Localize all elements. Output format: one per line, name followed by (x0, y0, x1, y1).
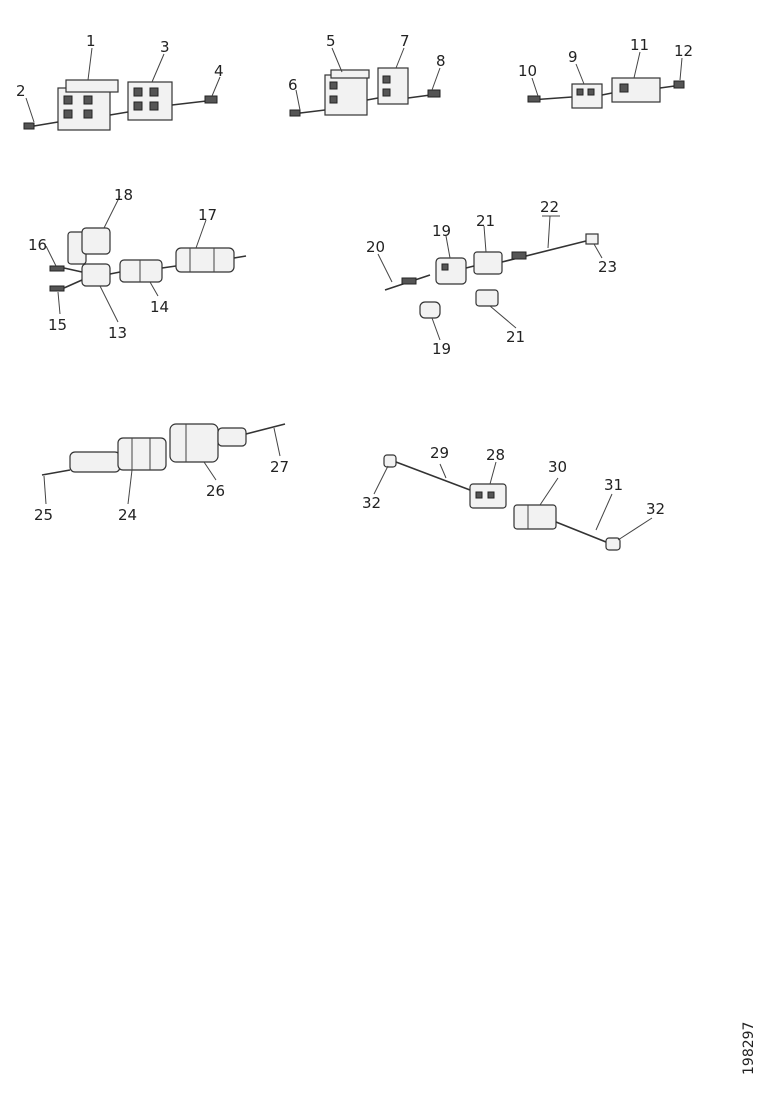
label-6: 6 (288, 76, 298, 94)
label-5: 5 (326, 32, 336, 50)
label-14: 14 (150, 298, 169, 316)
label-19-bottom: 19 (432, 340, 451, 358)
label-32-left: 32 (362, 494, 381, 512)
label-28: 28 (486, 446, 505, 464)
label-20: 20 (366, 238, 385, 256)
leader-lines (25, 47, 683, 541)
label-19-top: 19 (432, 222, 451, 240)
label-10: 10 (518, 62, 537, 80)
connector-group-1 (23, 79, 218, 131)
connector-group-6 (41, 423, 286, 476)
label-31: 31 (604, 476, 623, 494)
label-29: 29 (430, 444, 449, 462)
label-1: 1 (86, 32, 96, 50)
label-24: 24 (118, 506, 137, 524)
connector-group-3 (527, 77, 685, 109)
label-3: 3 (160, 38, 170, 56)
label-4: 4 (214, 62, 224, 80)
connector-group-2 (289, 67, 441, 117)
label-21-bottom: 21 (506, 328, 525, 346)
label-13: 13 (108, 324, 127, 342)
label-18: 18 (114, 186, 133, 204)
connector-group-5 (384, 233, 599, 319)
label-17: 17 (198, 206, 217, 224)
label-2: 2 (16, 82, 26, 100)
label-25: 25 (34, 506, 53, 524)
label-27: 27 (270, 458, 289, 476)
label-30: 30 (548, 458, 567, 476)
label-23: 23 (598, 258, 617, 276)
connector-group-7 (383, 454, 621, 551)
label-8: 8 (436, 52, 446, 70)
label-15: 15 (48, 316, 67, 334)
label-12: 12 (674, 42, 693, 60)
part-labels: 1 2 3 4 5 6 7 8 9 10 11 12 13 14 15 16 1… (16, 32, 693, 524)
label-32-right: 32 (646, 500, 665, 518)
label-16: 16 (28, 236, 47, 254)
connector-group-4 (49, 227, 247, 292)
label-11: 11 (630, 36, 649, 54)
label-26: 26 (206, 482, 225, 500)
label-9: 9 (568, 48, 578, 66)
label-21-top: 21 (476, 212, 495, 230)
label-22: 22 (540, 198, 559, 216)
label-7: 7 (400, 32, 410, 50)
drawing-reference-number: 198297 (741, 1021, 757, 1075)
